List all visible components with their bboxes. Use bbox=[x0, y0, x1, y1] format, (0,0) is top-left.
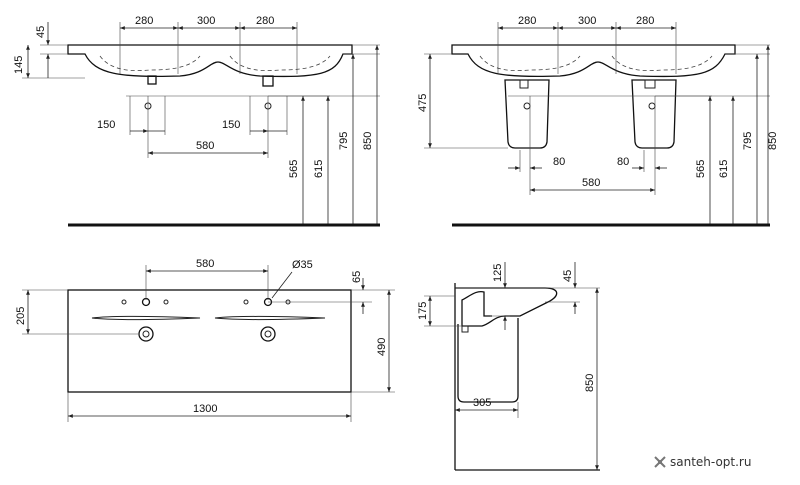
pedestal-profile bbox=[457, 318, 519, 403]
pedestal-475: 475 bbox=[417, 94, 429, 112]
depth-to-taps-205: 205 bbox=[15, 307, 27, 325]
section-850: 850 bbox=[584, 374, 596, 392]
bowl-edge-left bbox=[91, 316, 201, 320]
depth-145: 145 bbox=[13, 56, 25, 74]
plan-tap-spacing: 580 bbox=[196, 258, 214, 270]
section-45: 45 bbox=[562, 270, 574, 282]
height-850: 850 bbox=[362, 132, 374, 150]
offset-left-150: 150 bbox=[97, 119, 115, 131]
tap-spacing-580: 580 bbox=[196, 140, 214, 152]
bowl-hidden-left bbox=[99, 55, 201, 72]
waste-left bbox=[147, 75, 157, 85]
height-795b: 795 bbox=[742, 132, 754, 150]
height-850b: 850 bbox=[767, 132, 779, 150]
height-795: 795 bbox=[338, 132, 350, 150]
drain-right bbox=[260, 326, 276, 342]
top-dim-2: 300 bbox=[197, 15, 215, 27]
side-section: 125 45 175 305 850 bbox=[417, 262, 600, 471]
section-305: 305 bbox=[473, 397, 491, 409]
section-175: 175 bbox=[417, 302, 429, 320]
edge-offset-65: 65 bbox=[351, 271, 363, 283]
plan-outline bbox=[67, 289, 352, 393]
height-565: 565 bbox=[288, 160, 300, 178]
section-125: 125 bbox=[492, 264, 504, 282]
offset-right-150: 150 bbox=[222, 119, 240, 131]
depth-45: 45 bbox=[35, 26, 47, 38]
top-dim-3b: 280 bbox=[636, 15, 654, 27]
top-dim-1b: 280 bbox=[518, 15, 536, 27]
height-615: 615 bbox=[313, 160, 325, 178]
height-565b: 565 bbox=[695, 160, 707, 178]
pedestal-left bbox=[504, 79, 550, 149]
offset-80-right: 80 bbox=[617, 156, 629, 168]
basin-outline bbox=[67, 44, 353, 78]
watermark-text: santeh-opt.ru bbox=[670, 455, 751, 469]
basin-outline-2 bbox=[451, 44, 736, 78]
top-dim-1: 280 bbox=[135, 15, 153, 27]
watermark-icon bbox=[654, 456, 666, 468]
bowl-hidden-right bbox=[229, 55, 331, 72]
height-615b: 615 bbox=[718, 160, 730, 178]
hole-diameter: Ø35 bbox=[292, 259, 313, 271]
front-view-pedestal: 280 300 280 475 80 80 580 565 615 795 bbox=[417, 15, 779, 227]
tap-spacing-580b: 580 bbox=[582, 177, 600, 189]
pedestal-right bbox=[631, 79, 677, 149]
bowl-edge-right bbox=[214, 316, 326, 320]
section-basin-profile bbox=[455, 287, 558, 327]
front-view-basin: 280 300 280 45 145 150 150 580 bbox=[13, 15, 380, 227]
drain-left bbox=[138, 326, 154, 342]
top-dim-2b: 300 bbox=[578, 15, 596, 27]
plan-view: 580 Ø35 65 490 205 1300 bbox=[15, 258, 395, 422]
waste-right bbox=[262, 75, 274, 87]
watermark: santeh-opt.ru bbox=[654, 455, 751, 469]
plan-width-1300: 1300 bbox=[193, 403, 217, 415]
top-dim-3: 280 bbox=[256, 15, 274, 27]
offset-80-left: 80 bbox=[553, 156, 565, 168]
plan-depth-490: 490 bbox=[376, 338, 388, 356]
